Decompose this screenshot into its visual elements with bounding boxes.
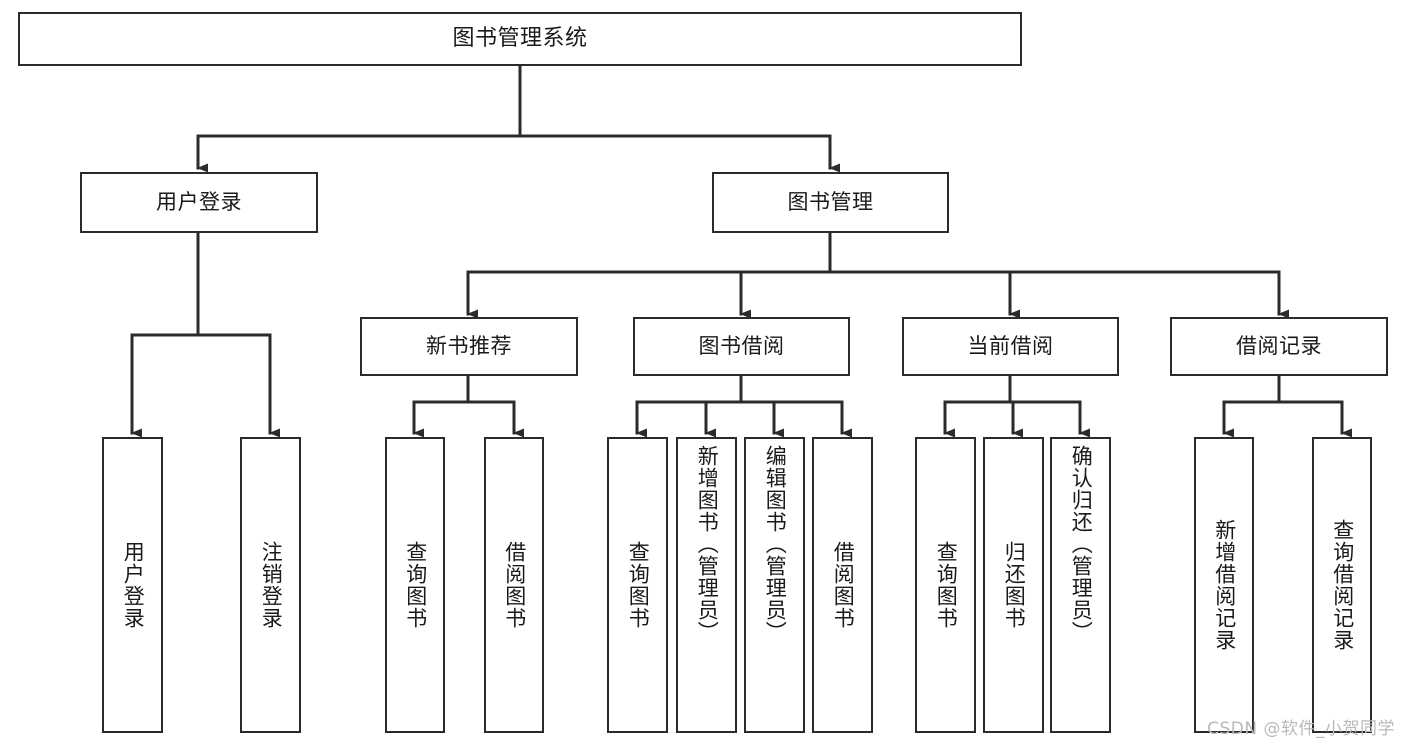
leaf-node-query-borrow-record[interactable]: 查询借阅记录 bbox=[1312, 437, 1372, 733]
leaf-node-edit-book-admin[interactable]: 编辑图书（管理员） bbox=[744, 437, 805, 733]
node-label: 确认归还（管理员） bbox=[1069, 445, 1094, 643]
leaf-node-add-borrow-record[interactable]: 新增借阅记录 bbox=[1194, 437, 1254, 733]
node-label: 图书借阅 bbox=[698, 333, 785, 358]
node-label: 查询图书 bbox=[934, 541, 959, 629]
node-label: 查询图书 bbox=[626, 541, 651, 629]
node-new-book-recommendation[interactable]: 新书推荐 bbox=[360, 317, 578, 376]
node-user-login[interactable]: 用户登录 bbox=[80, 172, 318, 233]
node-label: 图书管理系统 bbox=[452, 25, 588, 51]
node-label: 新增借阅记录 bbox=[1212, 519, 1237, 651]
node-label: 借阅图书 bbox=[831, 541, 856, 629]
node-label: 注销登录 bbox=[259, 541, 284, 629]
leaf-node-borrow-book[interactable]: 借阅图书 bbox=[812, 437, 873, 733]
node-borrow-records[interactable]: 借阅记录 bbox=[1170, 317, 1388, 376]
leaf-node-query-book-new[interactable]: 查询图书 bbox=[385, 437, 445, 733]
leaf-node-query-book-borrow[interactable]: 查询图书 bbox=[607, 437, 668, 733]
node-label: 用户登录 bbox=[156, 189, 242, 214]
node-label: 新增图书（管理员） bbox=[695, 445, 720, 643]
leaf-node-add-book-admin[interactable]: 新增图书（管理员） bbox=[676, 437, 737, 733]
node-book-borrowing[interactable]: 图书借阅 bbox=[633, 317, 850, 376]
leaf-node-query-book-current[interactable]: 查询图书 bbox=[915, 437, 976, 733]
node-current-borrowing[interactable]: 当前借阅 bbox=[902, 317, 1119, 376]
leaf-node-user-login[interactable]: 用户登录 bbox=[102, 437, 163, 733]
leaf-node-return-book[interactable]: 归还图书 bbox=[983, 437, 1044, 733]
node-label: 借阅图书 bbox=[502, 541, 527, 629]
node-label: 新书推荐 bbox=[426, 333, 512, 358]
leaf-node-user-logout[interactable]: 注销登录 bbox=[240, 437, 301, 733]
node-book-management[interactable]: 图书管理 bbox=[712, 172, 949, 233]
node-label: 借阅记录 bbox=[1236, 333, 1322, 358]
node-label: 编辑图书（管理员） bbox=[763, 445, 788, 643]
node-label: 归还图书 bbox=[1002, 541, 1027, 629]
node-label: 查询图书 bbox=[403, 541, 428, 629]
node-label: 图书管理 bbox=[787, 189, 874, 214]
node-label: 查询借阅记录 bbox=[1330, 519, 1355, 651]
node-label: 用户登录 bbox=[121, 541, 146, 629]
leaf-node-confirm-return-admin[interactable]: 确认归还（管理员） bbox=[1050, 437, 1111, 733]
node-root-book-management-system[interactable]: 图书管理系统 bbox=[18, 12, 1022, 66]
leaf-node-borrow-book-new[interactable]: 借阅图书 bbox=[484, 437, 544, 733]
node-label: 当前借阅 bbox=[967, 333, 1054, 358]
